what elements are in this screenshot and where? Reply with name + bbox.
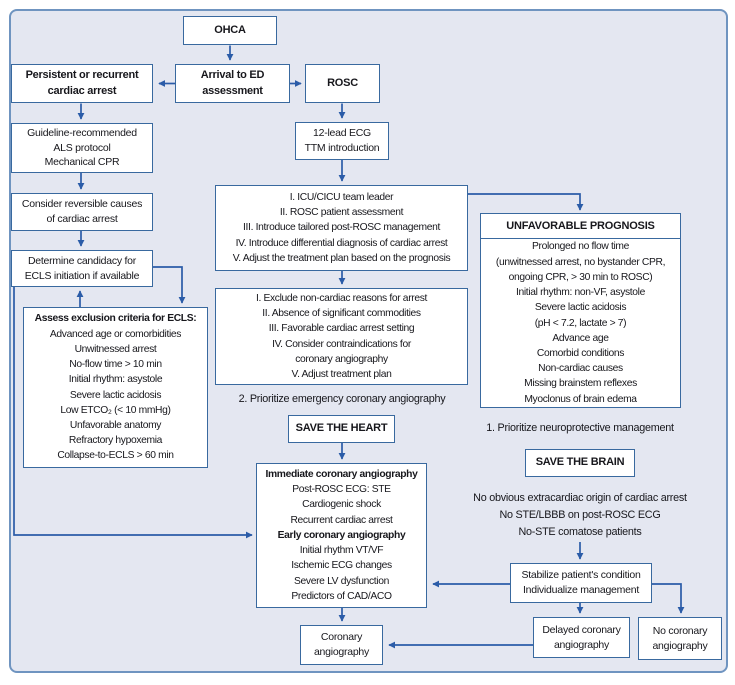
node-12lead-ecg: 12-lead ECG TTM introduction — [295, 122, 389, 160]
node-arrival-ed: Arrival to ED assessment — [175, 64, 290, 103]
ecls-exclusion-items: Advanced age or comorbidities Unwitnesse… — [49, 328, 182, 462]
unfavorable-prognosis-title: UNFAVORABLE PROGNOSIS — [481, 214, 680, 240]
node-icu-team-steps: I. ICU/CICU team leader II. ROSC patient… — [215, 185, 468, 271]
ecls-exclusion-title: Assess exclusion criteria for ECLS: — [34, 313, 197, 325]
node-ohca: OHCA — [183, 16, 277, 45]
immediate-angiography-items: Post-ROSC ECG: STE Cardiogenic shock Rec… — [290, 484, 393, 526]
label-prioritize-neuroprotective: 1. Prioritize neuroprotective management — [486, 422, 674, 434]
node-ecls-exclusion-criteria: Assess exclusion criteria for ECLS: Adva… — [23, 307, 208, 468]
node-save-the-heart: SAVE THE HEART — [288, 415, 395, 443]
early-angiography-title: Early coronary angiography — [277, 529, 406, 541]
node-rosc: ROSC — [305, 64, 380, 103]
label-extracardiac-criteria: No obvious extracardiac origin of cardia… — [473, 492, 687, 538]
label-prioritize-coronary-angiography: 2. Prioritize emergency coronary angiogr… — [238, 393, 446, 405]
node-delayed-angiography: Delayed coronary angiography — [533, 617, 630, 658]
unfavorable-prognosis-items: Prolonged no flow time (unwitnessed arre… — [495, 241, 666, 405]
node-reversible-causes: Consider reversible causes of cardiac ar… — [11, 193, 153, 231]
node-coronary-angiography-criteria: Immediate coronary angiography Post-ROSC… — [256, 463, 427, 608]
node-persistent-arrest: Persistent or recurrent cardiac arrest — [11, 64, 153, 103]
early-angiography-items: Initial rhythm VT/VF Ischemic ECG change… — [291, 545, 392, 602]
node-angiography-eligibility-steps: I. Exclude non-cardiac reasons for arres… — [215, 288, 468, 385]
node-ecls-candidacy: Determine candidacy for ECLS initiation … — [11, 250, 153, 287]
node-save-the-brain: SAVE THE BRAIN — [525, 449, 635, 477]
node-guideline-als: Guideline-recommended ALS protocol Mecha… — [11, 123, 153, 173]
node-stabilize-patient: Stabilize patient's condition Individual… — [510, 563, 652, 603]
node-no-angiography: No coronary angiography — [638, 617, 722, 660]
node-unfavorable-prognosis: UNFAVORABLE PROGNOSIS Prolonged no flow … — [480, 213, 681, 408]
node-coronary-angiography: Coronary angiography — [300, 625, 383, 665]
immediate-angiography-title: Immediate coronary angiography — [265, 468, 418, 480]
